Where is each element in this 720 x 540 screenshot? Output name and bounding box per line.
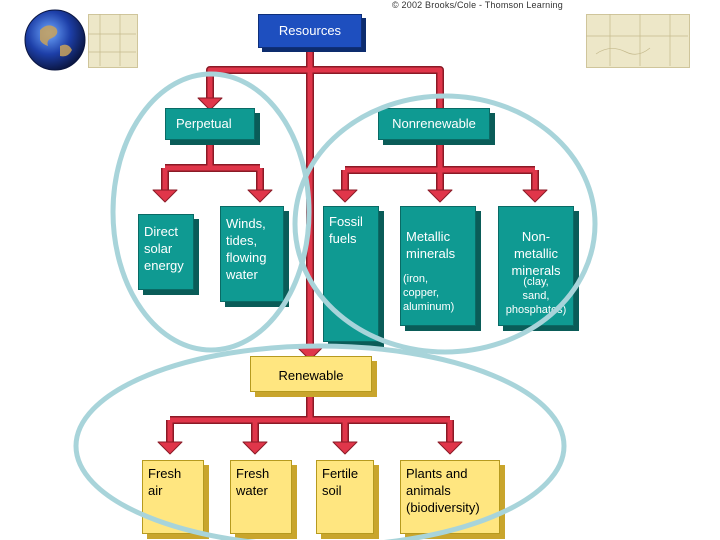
node-direct-solar-energy: Direct solar energy [138, 214, 194, 290]
globe-icon [24, 9, 86, 71]
node-fertile-soil: Fertile soil [316, 460, 374, 534]
node-nonrenewable: Nonrenewable [378, 108, 490, 140]
nonmetallic-minerals-label: Non- metallic minerals [511, 229, 561, 278]
map-fragment-top-left [88, 14, 138, 68]
node-winds-tides-water: Winds, tides, flowing water [220, 206, 284, 302]
node-perpetual: Perpetual [165, 108, 255, 140]
node-renewable: Renewable [250, 356, 372, 392]
node-plants-and-animals: Plants and animals (biodiversity) [400, 460, 500, 534]
node-fresh-air: Fresh air [142, 460, 204, 534]
copyright-notice: © 2002 Brooks/Cole - Thomson Learning [392, 0, 563, 10]
metallic-minerals-label: Metallic minerals [406, 229, 456, 261]
node-fossil-fuels: Fossil fuels [323, 206, 379, 342]
map-fragment-icon [88, 14, 688, 66]
node-resources: Resources [258, 14, 362, 48]
map-fragment-top-right [586, 14, 690, 68]
node-fresh-water: Fresh water [230, 460, 292, 534]
nonmetallic-minerals-examples: (clay, sand, phosphates) [505, 276, 567, 316]
metallic-minerals-examples: (iron, copper, aluminum) [403, 273, 455, 313]
